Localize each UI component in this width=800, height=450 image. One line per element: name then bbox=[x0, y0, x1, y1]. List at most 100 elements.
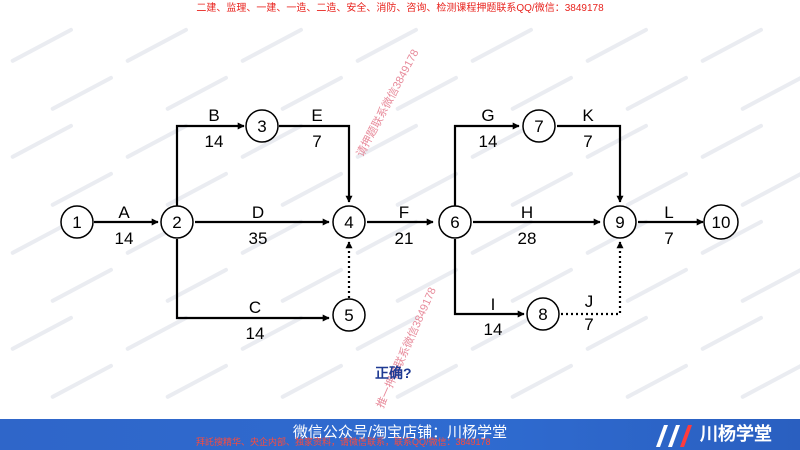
watermark-stroke bbox=[125, 315, 188, 351]
node-1: 1 bbox=[60, 205, 94, 239]
label-a-duration: 14 bbox=[115, 229, 134, 248]
watermark-stroke bbox=[700, 27, 763, 63]
node-2-label: 2 bbox=[172, 213, 181, 232]
label-c-name: C bbox=[249, 298, 261, 317]
watermark-stroke bbox=[740, 75, 800, 111]
node-10-label: 10 bbox=[712, 213, 731, 232]
label-l-duration: 7 bbox=[664, 229, 673, 248]
watermark-stroke bbox=[625, 363, 688, 399]
watermark-stroke bbox=[510, 363, 573, 399]
watermark-stroke bbox=[470, 27, 533, 63]
node-8-label: 8 bbox=[538, 305, 547, 324]
node-3: 3 bbox=[245, 109, 279, 143]
watermark-stroke bbox=[50, 75, 113, 111]
watermark-stroke bbox=[10, 219, 73, 255]
label-e-name: E bbox=[311, 106, 322, 125]
watermark-stroke bbox=[585, 27, 648, 63]
label-f-duration: 21 bbox=[395, 229, 414, 248]
watermark-stroke bbox=[510, 171, 573, 207]
label-l-name: L bbox=[664, 203, 673, 222]
watermark-stroke bbox=[355, 123, 418, 159]
contact-banner: 二建、监理、一建、一造、二造、安全、消防、咨询、检测课程押题联系QQ/微信：38… bbox=[196, 3, 604, 14]
watermark-stroke bbox=[125, 123, 188, 159]
watermark-stroke bbox=[700, 219, 763, 255]
watermark-stroke bbox=[240, 123, 303, 159]
watermark-stroke bbox=[280, 267, 343, 303]
label-h-duration: 28 bbox=[518, 229, 537, 248]
footer-bar: 微信公众号/淘宝店铺：川杨学堂 拜託搜精华、央企内部、独家资料，请微信联系，联系… bbox=[0, 419, 800, 450]
activity-arrows bbox=[94, 122, 704, 322]
label-j-duration: 7 bbox=[584, 315, 593, 334]
label-b-duration: 14 bbox=[205, 132, 224, 151]
watermark-stroke bbox=[240, 219, 303, 255]
node-5: 5 bbox=[332, 298, 366, 332]
event-nodes: 1 2 3 4 5 6 7 bbox=[60, 109, 739, 332]
footer-sub-text: 拜託搜精华、央企内部、独家资料，请微信联系，联系QQ/微信：3849178 bbox=[196, 437, 491, 447]
watermark-stroke bbox=[625, 267, 688, 303]
watermark-stroke bbox=[165, 171, 228, 207]
watermark-stroke bbox=[510, 267, 573, 303]
watermark-stroke bbox=[470, 315, 533, 351]
watermark-stroke bbox=[50, 171, 113, 207]
label-f-name: F bbox=[399, 203, 409, 222]
activity-labels: A 14 B 14 E 7 D 35 C 14 F 21 G 14 K 7 H … bbox=[115, 106, 674, 343]
label-i-duration: 14 bbox=[484, 320, 503, 339]
watermark-stroke bbox=[740, 171, 800, 207]
label-d-name: D bbox=[252, 203, 264, 222]
label-j-name: J bbox=[585, 292, 594, 311]
watermark-stroke bbox=[280, 171, 343, 207]
label-h-name: H bbox=[521, 203, 533, 222]
node-6-label: 6 bbox=[450, 213, 459, 232]
node-10: 10 bbox=[703, 204, 739, 240]
watermark-stroke bbox=[395, 267, 458, 303]
node-3-label: 3 bbox=[257, 117, 266, 136]
arrow-c bbox=[175, 239, 330, 322]
node-1-label: 1 bbox=[72, 213, 81, 232]
watermark-stroke bbox=[280, 75, 343, 111]
node-2: 2 bbox=[160, 205, 194, 239]
background-watermark bbox=[10, 27, 800, 399]
arrow-k bbox=[557, 124, 624, 203]
watermark-stroke bbox=[280, 363, 343, 399]
brand-name: 川杨学堂 bbox=[700, 424, 772, 444]
label-g-duration: 14 bbox=[479, 132, 498, 151]
footer-main-text: 微信公众号/淘宝店铺：川杨学堂 bbox=[292, 424, 508, 441]
watermark-stroke bbox=[10, 27, 73, 63]
watermark-stroke bbox=[355, 315, 418, 351]
label-k-name: K bbox=[582, 106, 594, 125]
question-text: 正确? bbox=[375, 365, 412, 381]
watermark-stroke bbox=[355, 27, 418, 63]
node-7-label: 7 bbox=[534, 117, 543, 136]
watermark-stroke bbox=[125, 27, 188, 63]
label-c-duration: 14 bbox=[246, 324, 265, 343]
label-e-duration: 7 bbox=[312, 132, 321, 151]
watermark-stroke bbox=[625, 171, 688, 207]
watermark-stroke bbox=[740, 267, 800, 303]
watermark-stroke bbox=[165, 363, 228, 399]
label-a-name: A bbox=[118, 203, 130, 222]
watermark-stroke bbox=[585, 123, 648, 159]
watermark-stroke bbox=[740, 363, 800, 399]
label-i-name: I bbox=[491, 295, 496, 314]
watermark-stroke bbox=[700, 123, 763, 159]
watermark-stroke bbox=[50, 267, 113, 303]
node-4-label: 4 bbox=[344, 213, 353, 232]
arrow-i bbox=[453, 239, 525, 318]
watermark-stroke bbox=[10, 123, 73, 159]
arrow-e bbox=[279, 124, 353, 203]
watermark-stroke bbox=[510, 75, 573, 111]
node-4: 4 bbox=[332, 205, 366, 239]
node-5-label: 5 bbox=[344, 306, 353, 325]
watermark-stroke bbox=[355, 219, 418, 255]
watermark-stroke bbox=[395, 363, 458, 399]
watermark-stroke bbox=[165, 75, 228, 111]
watermark-stroke bbox=[395, 171, 458, 207]
watermark-stroke bbox=[585, 315, 648, 351]
node-7: 7 bbox=[522, 109, 556, 143]
arrow-g bbox=[453, 122, 520, 206]
brand-logo-icon bbox=[656, 425, 692, 447]
arrow-j bbox=[561, 241, 624, 316]
node-6: 6 bbox=[438, 205, 472, 239]
